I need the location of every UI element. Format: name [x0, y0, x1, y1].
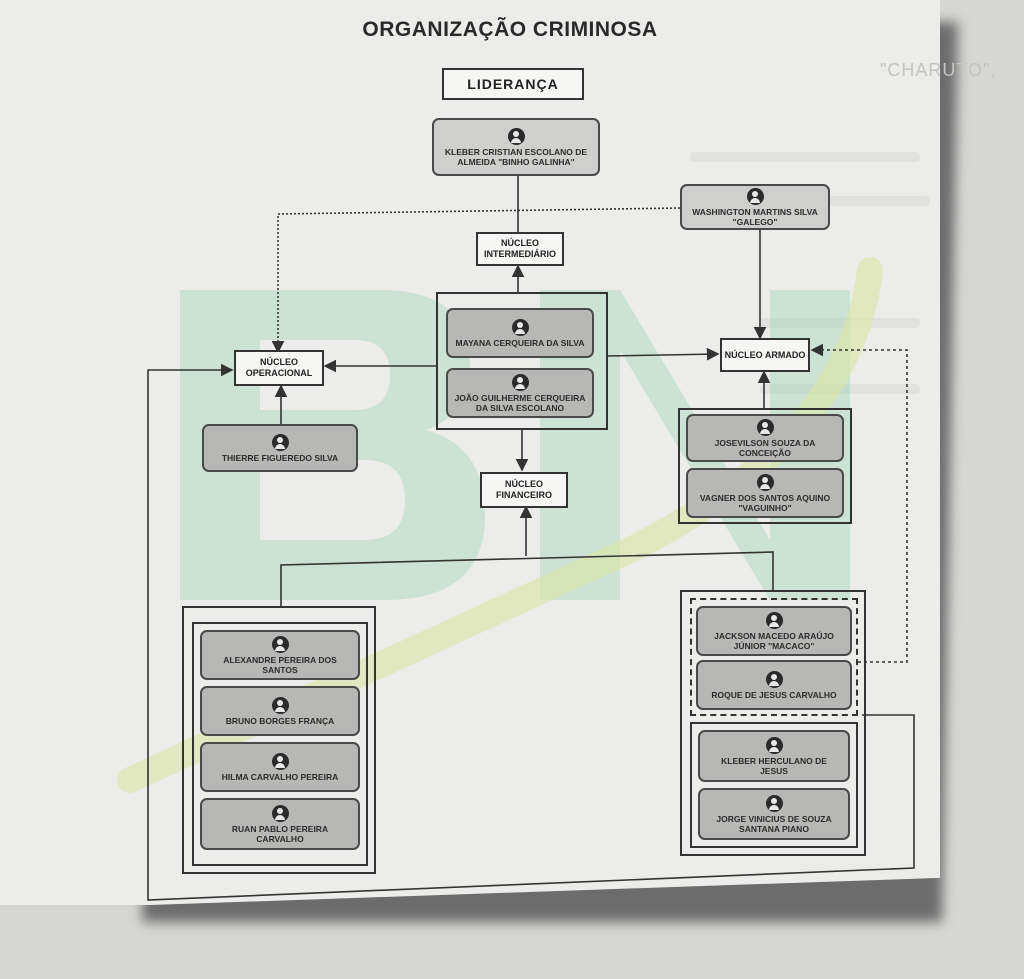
- node-lideranca: LIDERANÇA: [442, 68, 584, 100]
- group-frame-right-outer: [680, 590, 866, 856]
- person-name: BRUNO BORGES FRANÇA: [225, 715, 335, 726]
- person-name: KLEBER CRISTIAN ESCOLANO DE ALMEIDA "BIN…: [444, 146, 588, 167]
- person-card-hilma: HILMA CARVALHO PEREIRA: [200, 742, 360, 792]
- person-card-joao: JOÃO GUILHERME CERQUEIRA DA SILVA ESCOLA…: [446, 368, 594, 418]
- person-card-ruan: RUAN PABLO PEREIRA CARVALHO: [200, 798, 360, 850]
- person-card-alexandre: ALEXANDRE PEREIRA DOS SANTOS: [200, 630, 360, 680]
- person-name: ALEXANDRE PEREIRA DOS SANTOS: [223, 654, 337, 675]
- person-name: MAYANA CERQUEIRA DA SILVA: [455, 337, 585, 348]
- group-frame-right-dashed: [690, 598, 858, 716]
- person-icon: [765, 611, 783, 629]
- diagram-title: ORGANIZAÇÃO CRIMINOSA: [362, 18, 658, 41]
- person-icon: [271, 696, 289, 714]
- person-icon: [765, 794, 783, 812]
- person-card-galego: WASHINGTON MARTINS SILVA "GALEGO": [680, 184, 830, 230]
- person-icon: [756, 473, 774, 491]
- person-name: WASHINGTON MARTINS SILVA "GALEGO": [692, 206, 818, 227]
- person-card-jackson: JACKSON MACEDO ARAÚJO JÚNIOR "MACACO": [696, 606, 852, 656]
- person-name: JACKSON MACEDO ARAÚJO JÚNIOR "MACACO": [714, 630, 834, 651]
- node-operacional: NÚCLEO OPERACIONAL: [234, 350, 324, 386]
- person-icon: [507, 127, 525, 145]
- person-card-leader: KLEBER CRISTIAN ESCOLANO DE ALMEIDA "BIN…: [432, 118, 600, 176]
- person-name: THIERRE FIGUEREDO SILVA: [221, 452, 339, 463]
- person-name: JOÃO GUILHERME CERQUEIRA DA SILVA ESCOLA…: [454, 392, 586, 413]
- person-card-roque: ROQUE DE JESUS CARVALHO: [696, 660, 852, 710]
- person-card-kleber-herculano: KLEBER HERCULANO DE JESUS: [698, 730, 850, 782]
- person-name: ROQUE DE JESUS CARVALHO: [711, 689, 837, 700]
- person-name: VAGNER DOS SANTOS AQUINO "VAGUINHO": [699, 492, 831, 513]
- person-card-jorge: JORGE VINICIUS DE SOUZA SANTANA PIANO: [698, 788, 850, 840]
- person-icon: [271, 752, 289, 770]
- person-icon: [271, 635, 289, 653]
- group-frame-left-outer: [182, 606, 376, 874]
- node-intermediario: NÚCLEO INTERMEDIÁRIO: [476, 232, 564, 266]
- person-card-bruno: BRUNO BORGES FRANÇA: [200, 686, 360, 736]
- node-financeiro: NÚCLEO FINANCEIRO: [480, 472, 568, 508]
- person-card-thierre: THIERRE FIGUEREDO SILVA: [202, 424, 358, 472]
- person-card-vagner: VAGNER DOS SANTOS AQUINO "VAGUINHO": [686, 468, 844, 518]
- person-icon: [756, 418, 774, 436]
- person-name: KLEBER HERCULANO DE JESUS: [721, 755, 827, 776]
- person-icon: [746, 187, 764, 205]
- group-frame-intermediario: [436, 292, 608, 430]
- person-icon: [765, 736, 783, 754]
- person-card-mayana: MAYANA CERQUEIRA DA SILVA: [446, 308, 594, 358]
- node-armado: NÚCLEO ARMADO: [720, 338, 810, 372]
- person-name: JORGE VINICIUS DE SOUZA SANTANA PIANO: [716, 813, 832, 834]
- person-icon: [511, 373, 529, 391]
- group-frame-left-inner: [192, 622, 368, 866]
- person-card-josevilson: JOSEVILSON SOUZA DA CONCEIÇÃO: [686, 414, 844, 462]
- person-icon: [511, 318, 529, 336]
- person-icon: [271, 433, 289, 451]
- person-name: RUAN PABLO PEREIRA CARVALHO: [231, 823, 329, 844]
- group-frame-right-inner: [690, 722, 858, 848]
- person-icon: [765, 670, 783, 688]
- person-name: JOSEVILSON SOUZA DA CONCEIÇÃO: [714, 437, 816, 458]
- group-frame-armado: [678, 408, 852, 524]
- person-icon: [271, 804, 289, 822]
- background-text: "CHARUTO",: [880, 60, 997, 80]
- person-name: HILMA CARVALHO PEREIRA: [221, 771, 339, 782]
